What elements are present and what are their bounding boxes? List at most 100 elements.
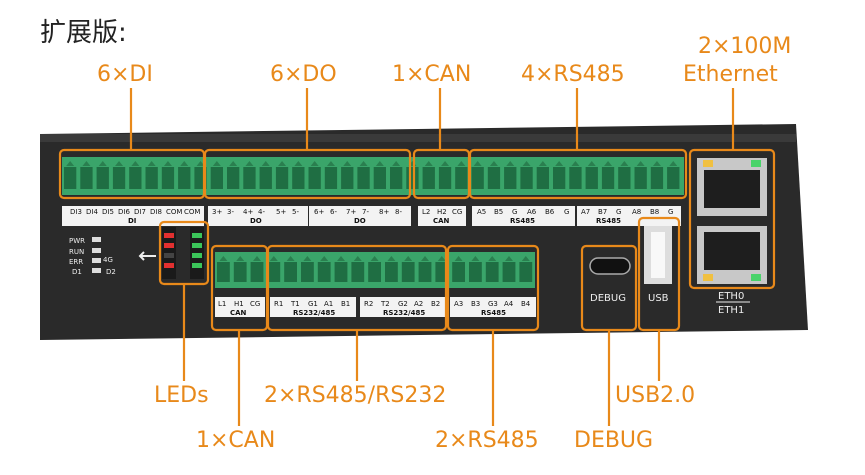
terminal-screw-mark [375,161,384,166]
terminal-screw-mark [521,256,530,261]
terminal-slot [667,167,680,189]
top-pin-label: 4- [258,208,265,216]
led-label-d1: D1 [72,268,82,276]
terminal-slot [275,167,289,189]
terminal-slot [634,167,647,189]
bottom-pin-label: G1 [308,300,318,308]
terminal-slot [210,167,223,189]
top-pin-label: G [512,208,517,216]
top-pin-label: DI8 [150,208,162,216]
led-red [164,263,174,268]
bottom-pin-label: T2 [380,300,390,308]
callout-can-top: 1×CAN [392,62,472,87]
callout-rs485-bottom: 2×RS485 [435,428,539,453]
terminal-screw-mark [261,161,270,166]
callout-rs485-232: 2×RS485/RS232 [264,383,447,408]
terminal-screw-mark [303,256,312,261]
terminal-screw-mark [343,161,352,166]
terminal-slot [259,167,272,189]
led-green [192,263,202,268]
terminal-screw-mark [219,256,228,261]
rs1-group-label: RS232/485 [293,309,335,317]
top-pin-label: 6- [330,208,337,216]
terminal-slot [250,262,264,282]
can-top-label-box [418,206,466,226]
top-pin-label: H2 [437,208,447,216]
terminal-screw-mark [196,161,205,166]
led-label-d2: D2 [106,268,116,276]
terminal-screw-mark [115,161,124,166]
top-pin-label: G [616,208,621,216]
can-bottom-group-label: CAN [230,309,247,317]
terminal-slot [178,167,191,189]
bottom-pin-label: B3 [471,300,480,308]
terminal-slot [585,167,598,189]
terminal-slot [334,262,348,282]
bottom-pin-label: A4 [504,300,514,308]
terminal-slot [80,167,93,189]
terminal-slot [520,167,533,189]
rs485b-group-label: RS485 [596,217,621,225]
top-pin-label: B6 [545,208,555,216]
can-bottom-label-box [215,297,265,317]
top-pin-label: DI7 [134,208,146,216]
top-pin-label: L2 [422,208,430,216]
rs485a-group-label: RS485 [510,217,535,225]
terminal-slot [601,167,615,189]
bottom-pin-label: H1 [234,300,244,308]
terminal-slot [96,167,109,189]
debug-port-label: DEBUG [590,293,626,304]
top-pin-label: DI6 [118,208,130,216]
led-red [164,233,174,238]
rs2-label-box [360,297,446,317]
terminal-screw-mark [488,256,497,261]
terminal-slot [452,262,465,282]
top-pin-label: 3+ [212,208,222,216]
rs485b-label-box [577,206,681,226]
terminal-screw-mark [669,161,678,166]
callout-di: 6×DI [97,62,153,87]
top-terminal-pins [64,161,680,189]
led-label-pwr: PWR [69,237,85,245]
terminal-slot [390,167,403,189]
terminal-slot [161,167,175,189]
terminal-screw-mark [392,161,401,166]
terminal-screw-mark [286,256,295,261]
terminal-slot [284,262,297,282]
terminal-screw-mark [387,256,396,261]
leader-lines [129,88,735,426]
terminal-screw-mark [131,161,140,166]
top-pin-label: 4+ [243,208,253,216]
top-pin-label: 8+ [379,208,389,216]
terminal-slot [618,167,631,189]
eth0-label: ETH0 [718,291,744,302]
led-panel: PWR RUN ERR D1 4G D2 [69,227,204,279]
led-label-err: ERR [69,258,83,266]
terminal-screw-mark [370,256,379,261]
terminal-slot [112,167,126,189]
do1-group-label: DO [250,217,262,225]
led-red [164,243,174,248]
rs2-group-label: RS232/485 [383,309,425,317]
terminal-slot [301,262,314,282]
terminal-screw-mark [437,256,446,261]
eth1-label: ETH1 [718,305,744,316]
terminal-screw-mark [245,161,254,166]
terminal-slot [485,262,499,282]
top-pin-label: DI4 [86,208,98,216]
terminal-slot [519,262,533,282]
terminal-screw-mark [236,256,245,261]
terminal-screw-mark [457,161,466,166]
terminal-slot [438,167,452,189]
bottom-pin-label: R1 [274,300,283,308]
top-pin-label: 3- [227,208,234,216]
top-pin-label: CG [452,208,462,216]
bottom-pin-label: B1 [341,300,350,308]
top-pin-label: 6+ [314,208,324,216]
terminal-screw-mark [471,256,480,261]
terminal-screw-mark [337,256,345,261]
terminal-screw-mark [404,256,413,261]
top-pin-label: DI5 [102,208,114,216]
top-pin-label: 7- [362,208,369,216]
terminal-screw-mark [489,161,498,166]
